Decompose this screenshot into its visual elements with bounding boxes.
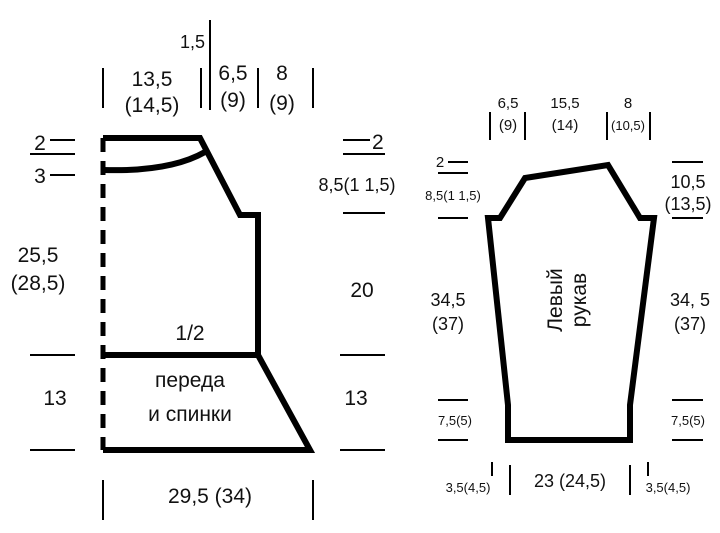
sleeve-title-line2: рукав: [568, 273, 591, 327]
sleeve-length-right-alt-label: (37): [674, 314, 706, 334]
sleeve-top-dimensions: 6,5 (9) 15,5 (14) 8 (10,5): [489, 95, 651, 140]
sleeve-width-label: 23 (24,5): [534, 471, 606, 491]
neck-width-label: 13,5: [132, 68, 173, 91]
sleeve-length-right-label: 34, 5: [670, 290, 710, 310]
sleeve-bottom-right-label: 3,5(4,5): [646, 480, 691, 495]
front-back-outline: [103, 135, 316, 453]
hem-left-label: 13: [43, 387, 66, 410]
sleeve-top-left-alt-label: (9): [499, 117, 517, 134]
sleeve-top-middle-alt-label: (14): [552, 117, 579, 134]
sleeve-cap-right-label: 10,5: [670, 172, 705, 192]
hem-right-label: 13: [344, 387, 367, 410]
front-back-left-dimensions: 2 3 25,5 (28,5) 13: [11, 132, 75, 451]
sleeve-cuff-right-label: 7,5(5): [671, 413, 705, 428]
sleeve-title-line1: Левый: [544, 268, 567, 331]
front-back-piece: 1/2 переда и спинки: [100, 135, 316, 453]
piece-fraction: 1/2: [175, 322, 204, 345]
body-length-alt-label: (28,5): [11, 272, 66, 295]
sleeve-length-left-alt-label: (37): [432, 314, 464, 334]
shoulder-b-alt-label: (9): [269, 92, 295, 115]
sleeve-cap-right-alt-label: (13,5): [664, 194, 711, 214]
sleeve-cap-left-label: 8,5(1 1,5): [425, 188, 481, 203]
shoulder-right-label: 2: [372, 131, 384, 154]
sleeve-top-right-label: 8: [624, 95, 632, 112]
sleeve-right-dimensions: 10,5 (13,5) 34, 5 (37) 7,5(5): [664, 161, 712, 441]
shoulder-b-label: 8: [276, 62, 288, 85]
front-back-right-dimensions: 2 8,5(1 1,5) 20 13: [318, 131, 396, 451]
piece-title-line2: и спинки: [148, 403, 232, 426]
sleeve-bottom-dimensions: 3,5(4,5) 23 (24,5) 3,5(4,5): [446, 462, 691, 495]
sleeve-outline: [484, 161, 658, 443]
piece-title-line1: переда: [155, 369, 225, 392]
shoulder-a-label: 6,5: [218, 62, 247, 85]
shoulder-bevel-label: 8,5(1 1,5): [318, 175, 395, 195]
back-neck-label: 2: [34, 132, 46, 155]
sleeve-length-left-label: 34,5: [430, 290, 465, 310]
width-label: 29,5 (34): [168, 485, 252, 508]
front-neck-curve: [102, 149, 207, 174]
sleeve-top-left-label: 6,5: [498, 95, 519, 112]
sleeve-left-dimensions: 2 8,5(1 1,5) 34,5 (37) 7,5(5): [425, 154, 481, 441]
body-length-label: 25,5: [18, 244, 59, 267]
sleeve-bottom-left-label: 3,5(4,5): [446, 480, 491, 495]
sleeve-cuff-left-label: 7,5(5): [438, 413, 472, 428]
neck-width-alt-label: (14,5): [125, 94, 180, 117]
sleeve-cap-top-label: 2: [436, 154, 444, 171]
front-back-bottom-dimension: 29,5 (34): [102, 480, 314, 520]
sleeve-top-right-alt-label: (10,5): [611, 118, 645, 133]
sleeve-top-middle-label: 15,5: [550, 95, 579, 112]
sleeve-piece: Левый рукав: [484, 161, 658, 443]
neck-drop-label: 1,5: [180, 32, 205, 52]
front-back-top-dimensions: 1,5 13,5 (14,5) 6,5 (9) 8 (9): [102, 20, 314, 117]
front-neck-label: 3: [34, 165, 46, 188]
armhole-label: 20: [350, 279, 373, 302]
shoulder-a-alt-label: (9): [220, 89, 246, 112]
